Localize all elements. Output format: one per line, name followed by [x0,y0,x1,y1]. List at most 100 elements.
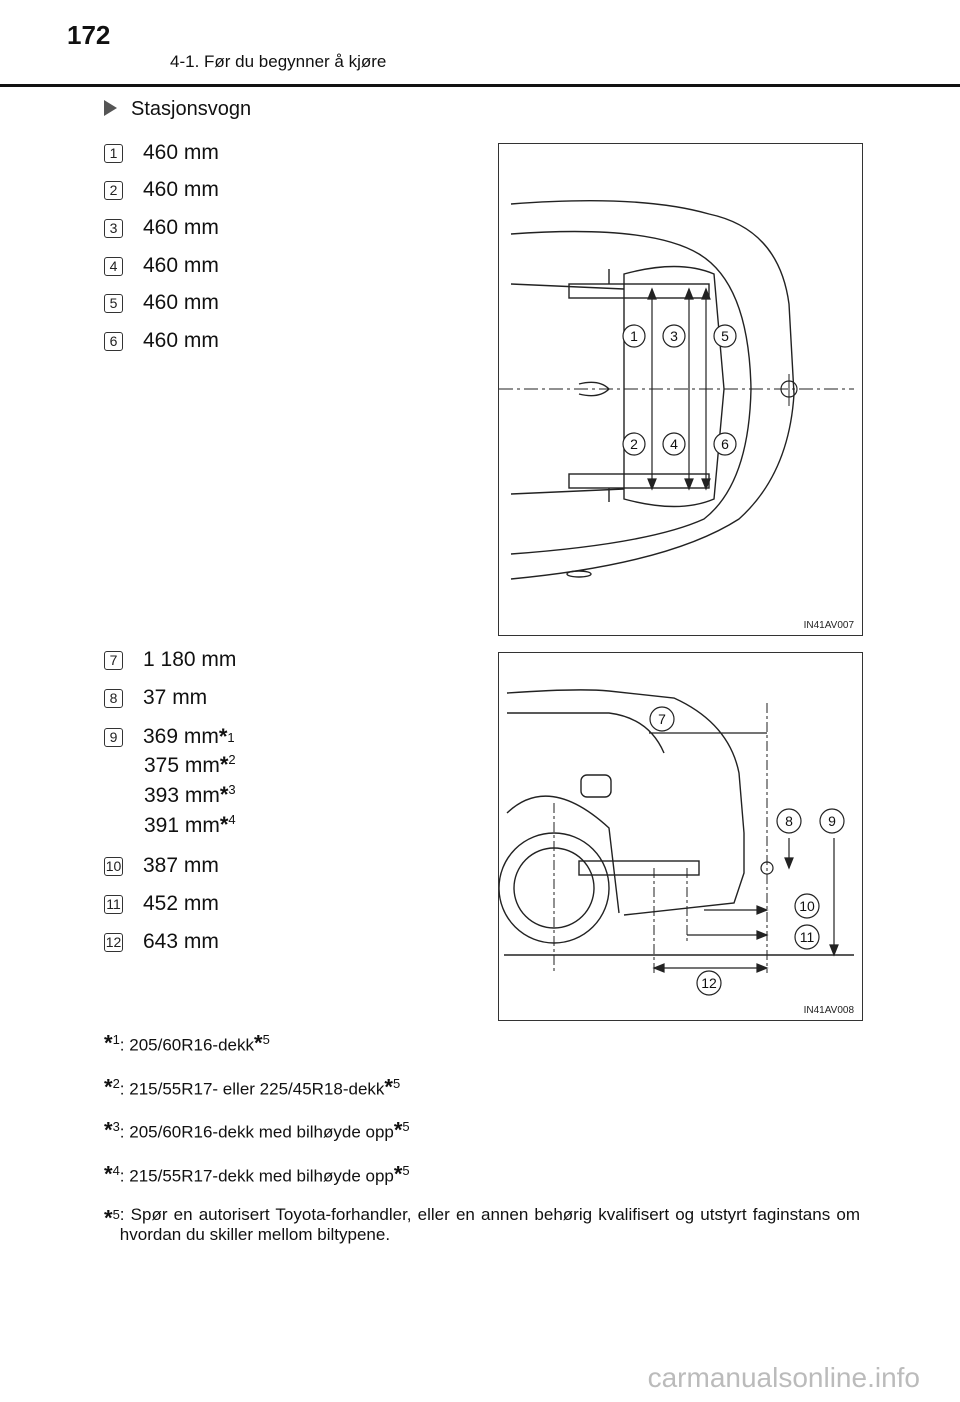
item-value: 460 mm [143,141,219,164]
item-value: 375 mm [144,754,220,777]
asterisk-mark: * [104,1205,113,1231]
footnote-ref: 4 [228,812,236,827]
footnote: *4: 215/55R17-dekk med bilhøyde opp*5 [104,1161,860,1187]
footnote-number: 1 [112,1032,120,1047]
list-item: 1 460 mm [104,141,219,165]
callout-label: 7 [658,711,666,727]
callout-label: 12 [701,975,717,991]
asterisk-mark: * [384,1074,393,1100]
page-number: 172 [67,20,111,50]
item-number: 6 [104,331,123,351]
side-view-diagram: 7 8 9 10 11 12 IN41AV008 [498,652,863,1021]
footnote-number: 5 [112,1206,120,1222]
item-number: 8 [104,688,123,708]
callout-label: 8 [785,813,793,829]
footnote-ref: 5 [262,1032,270,1047]
footnote-ref: 5 [392,1075,401,1091]
list-item: 7 1 180 mm [104,648,236,672]
list-item: 6 460 mm [104,329,219,353]
footnote: *3: 205/60R16-dekk med bilhøyde opp*5 [104,1117,860,1143]
triangle-bullet-icon [104,99,117,116]
extra-value-line: 391 mm*4 [144,812,236,842]
section-title: 4-1. Før du begynner å kjøre [170,52,387,71]
footnote-text: : 205/60R16-dekk med bilhøyde opp [119,1122,394,1142]
item-number: 1 [104,143,123,163]
callout-label: 2 [630,436,638,452]
footnote-ref: 3 [228,782,236,797]
list-item: 10 387 mm [104,854,219,878]
asterisk-mark: * [219,812,229,837]
item-value: 643 mm [143,930,219,953]
footnotes: *1: 205/60R16-dekk*5 *2: 215/55R17- elle… [104,1030,860,1263]
footnote-number: 4 [112,1162,120,1178]
roof-rack-diagram: 1 2 3 4 5 6 IN41AV007 [498,143,863,636]
figure-code: IN41AV007 [803,620,854,631]
item-number: 4 [104,256,123,276]
asterisk-mark: * [393,1117,403,1143]
asterisk-mark: * [104,1030,113,1056]
callout-label: 9 [828,813,836,829]
footnote-text: : 205/60R16-dekk [119,1035,254,1055]
callout-label: 1 [630,328,638,344]
item-number: 7 [104,650,123,670]
item-number: 2 [104,180,123,200]
footnote-text: : 215/55R17- eller 225/45R18-dekk [119,1079,385,1099]
item-value: 37 mm [143,686,208,709]
item-value: 460 mm [143,254,219,277]
item-number: 11 [104,894,123,914]
asterisk-mark: * [219,782,229,807]
asterisk-mark: * [219,752,229,777]
item-number: 10 [104,856,123,876]
asterisk-mark: * [104,1161,113,1187]
extra-value-line: 375 mm*2 [144,752,236,782]
variant-label: Stasjonsvogn [131,98,252,120]
header-rule [0,84,960,87]
item9-extra-values: 375 mm*2 393 mm*3 391 mm*4 [144,752,236,842]
asterisk-mark: * [254,1030,263,1056]
asterisk-mark: * [393,1161,403,1187]
list-item: 8 37 mm [104,686,207,710]
footnote-ref: 5 [402,1119,410,1135]
callout-label: 3 [670,328,678,344]
footnote-mark: *5 [104,1205,120,1245]
item-number: 5 [104,293,123,313]
roof-rack-drawing: 1 2 3 4 5 6 [499,199,854,580]
item-value: 460 mm [143,329,219,352]
item-number: 12 [104,932,123,952]
item-value: 452 mm [143,892,219,915]
callout-label: 6 [721,436,729,452]
footnote-ref: 5 [402,1162,410,1178]
callout-label: 10 [799,898,815,914]
footer-watermark: carmanualsonline.info [647,1362,920,1393]
extra-value-line: 393 mm*3 [144,782,236,812]
variant-heading: Stasjonsvogn [104,98,251,121]
item-value: 460 mm [143,216,219,239]
callout-label: 4 [670,436,678,452]
item-value: 393 mm [144,784,220,807]
list-item: 12 643 mm [104,930,219,954]
item-value: 460 mm [143,291,219,314]
footnote: *1: 205/60R16-dekk*5 [104,1030,860,1056]
list-item: 3 460 mm [104,216,219,240]
item-value: 1 180 mm [143,648,237,671]
list-item: 4 460 mm [104,254,219,278]
item-value: 460 mm [143,178,219,201]
footnote-ref: 1 [227,729,235,745]
footnote-text: : 215/55R17-dekk med bilhøyde opp [119,1166,394,1186]
asterisk-mark: * [104,1074,113,1100]
item-number: 3 [104,218,123,238]
asterisk-mark: * [104,1117,113,1143]
figure-code: IN41AV008 [803,1005,854,1016]
asterisk-mark: * [218,724,228,749]
footnote-text: : Spør en autorisert Toyota-forhandler, … [119,1204,860,1244]
item-value: 387 mm [143,854,219,877]
side-view-drawing: 7 8 9 10 11 12 [498,689,854,996]
list-item: 11 452 mm [104,892,219,916]
footnote-number: 2 [112,1075,120,1091]
footnote: *2: 215/55R17- eller 225/45R18-dekk*5 [104,1074,860,1100]
callout-label: 11 [800,929,815,945]
item-value: 391 mm [144,814,220,837]
footnote-number: 3 [112,1119,120,1135]
callout-label: 5 [721,328,729,344]
